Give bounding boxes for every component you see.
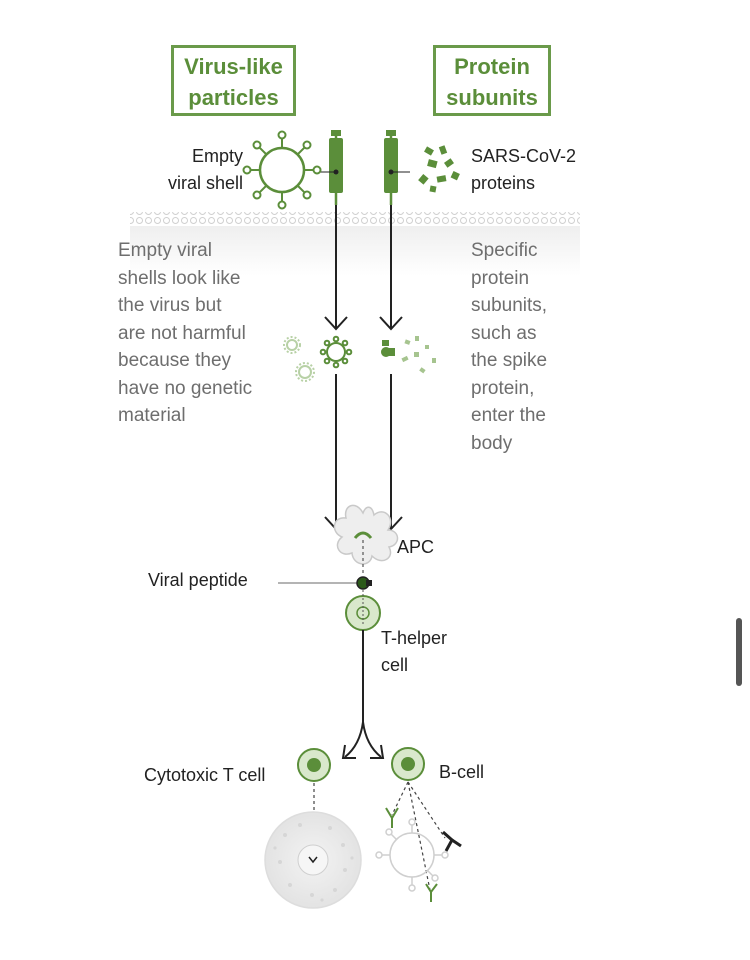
antibody-icon-2 <box>442 830 462 852</box>
left-desc-line: Empty viral <box>118 240 212 261</box>
viral-shell-in-body-icon <box>319 335 353 369</box>
protein-fragments-icon <box>418 145 460 193</box>
empty-viral-shell-label: Empty viral shell <box>160 143 243 197</box>
apc-cell-icon <box>333 504 399 565</box>
viral-shell-icon <box>242 130 322 210</box>
apc-label: APC <box>397 537 435 557</box>
left-desc-line: material <box>118 405 186 426</box>
right-desc-line: such as <box>471 322 537 344</box>
skin-layer <box>130 212 580 276</box>
left-desc-line: because they <box>118 350 232 371</box>
viral-peptide-label: Viral peptide <box>148 570 248 590</box>
left-desc-line: have no genetic <box>118 377 253 399</box>
right-desc-line: Specific <box>471 240 538 261</box>
infected-cell-icon <box>264 811 362 909</box>
antibody-icon-1 <box>385 807 399 828</box>
b-cell-icon <box>391 747 425 781</box>
right-desc-line: protein, <box>471 377 535 399</box>
header-protein-subunits: Protein subunits <box>433 45 551 116</box>
cytotoxic-t-cell-icon <box>297 748 331 782</box>
sars-cov-2-proteins-label: SARS-CoV-2 proteins <box>471 143 576 197</box>
right-desc-line: body <box>471 432 513 454</box>
header-left-line-1: Virus-like <box>184 54 283 79</box>
spike-protein-icon <box>381 340 395 357</box>
arrow-left <box>324 205 348 331</box>
right-description: Specific protein subunits, such as the s… <box>471 237 591 457</box>
right-desc-line: enter the <box>471 405 546 426</box>
arrow-right <box>379 205 403 331</box>
left-description: Empty viral shells look like the virus b… <box>118 237 278 430</box>
arrow-right-to-apc <box>379 374 403 531</box>
proteins-line-1: SARS-CoV-2 <box>471 146 577 166</box>
viral-peptide-icon <box>356 576 372 590</box>
cytotoxic-label: Cytotoxic T cell <box>144 765 266 785</box>
proteins-line-2: proteins <box>471 173 536 193</box>
empty-shell-line-2: viral shell <box>167 173 243 193</box>
arrow-left-to-apc <box>324 374 348 531</box>
syringe-right-icon <box>384 130 410 205</box>
t-helper-label: T-helper cell <box>381 625 447 679</box>
right-desc-line: the spike <box>471 350 548 371</box>
t-helper-line-1: T-helper <box>381 628 448 648</box>
right-desc-line: protein <box>471 267 530 289</box>
header-right-line-1: Protein <box>454 54 530 79</box>
header-left-line-2: particles <box>188 85 279 110</box>
faint-proteins <box>401 336 436 374</box>
header-right-line-2: subunits <box>446 85 538 110</box>
faint-viral-shells <box>283 336 315 382</box>
antibody-icon-3 <box>425 883 438 902</box>
t-helper-cell-icon <box>345 590 381 631</box>
faded-virus-icon <box>375 818 449 892</box>
scrollbar-thumb[interactable] <box>736 618 742 686</box>
left-desc-line: are not harmful <box>118 322 246 344</box>
t-helper-line-2: cell <box>381 655 409 675</box>
left-desc-line: shells look like <box>118 267 241 289</box>
header-virus-like-particles: Virus-like particles <box>171 45 296 116</box>
right-desc-line: subunits, <box>471 295 548 316</box>
split-arrows <box>341 721 385 759</box>
empty-shell-line-1: Empty <box>191 146 243 166</box>
left-desc-line: the virus but <box>118 295 222 316</box>
b-cell-label: B-cell <box>439 762 485 782</box>
